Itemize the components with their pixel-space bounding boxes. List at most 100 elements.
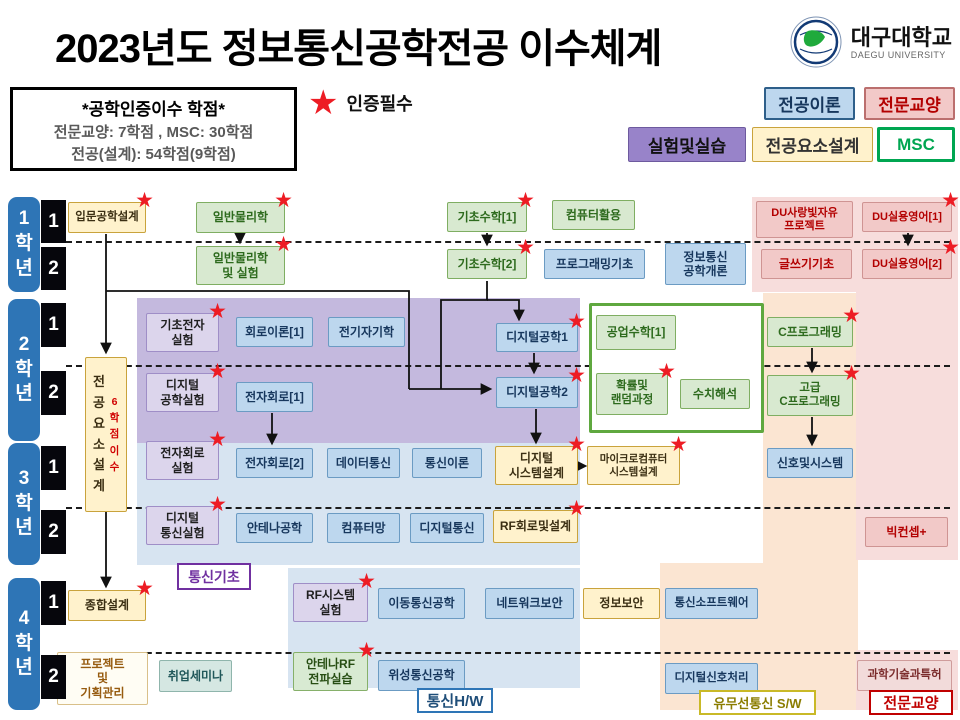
course-label: 수치해석 bbox=[692, 386, 738, 401]
course-advanced-c-programming: 고급 C프로그래밍★ bbox=[767, 363, 861, 416]
semester-1-2: 2 bbox=[41, 247, 66, 290]
required-star-icon: ★ bbox=[567, 310, 586, 333]
course-label: 디지털 시스템설계 bbox=[508, 451, 565, 480]
course-label: 디지털통신 bbox=[419, 520, 475, 535]
course-label: 디지털공학1 bbox=[506, 330, 568, 345]
required-star-icon: ★ bbox=[274, 233, 293, 256]
university-name-en: DAEGU UNIVERSITY bbox=[850, 50, 946, 61]
course-jonghap-seolgye: 종합설계 ★ bbox=[68, 578, 154, 621]
course-hwakryul-random: 확률및 랜덤과정★ bbox=[596, 361, 676, 415]
course-ilban-mullihak: 일반물리학 ★ bbox=[196, 190, 293, 233]
course-label: DU사랑빛자유 프로젝트 bbox=[771, 206, 838, 232]
course-label: 전기자기학 bbox=[338, 324, 395, 339]
course-data-tongsin: 데이터통신 bbox=[327, 448, 400, 478]
required-star-icon: ★ bbox=[274, 189, 293, 212]
required-star-icon: ★ bbox=[208, 360, 227, 383]
course-label: 확률및 랜덤과정 bbox=[610, 380, 654, 406]
label-tongsin-hw: 통신H/W bbox=[417, 688, 493, 713]
course-label: 디지털신호처리 bbox=[674, 671, 749, 684]
design-track-note: 6학점이수 bbox=[109, 395, 120, 473]
course-label: 빅컨셉+ bbox=[886, 524, 927, 539]
label-prof-liberal: 전문교양 bbox=[869, 690, 953, 715]
course-label: 전자회로[1] bbox=[245, 389, 304, 404]
year-label: 1학년 bbox=[15, 208, 33, 279]
required-star-icon: ★ bbox=[516, 236, 535, 259]
year-label: 4학년 bbox=[15, 607, 33, 679]
credit-info-line2: 전문교양: 7학점 , MSC: 30학점 bbox=[53, 123, 254, 141]
year-tab-3: 3학년 bbox=[8, 443, 40, 565]
course-science-tech-patent: 과학기술과특허 bbox=[857, 660, 952, 691]
course-label: 전자회로[2] bbox=[245, 455, 304, 470]
course-digital-gonghak-2: 디지털공학2★ bbox=[496, 365, 586, 408]
course-programming-gicho: 프로그래밍기초 bbox=[544, 249, 645, 279]
divider-sem-2 bbox=[66, 365, 950, 367]
required-star-icon: ★ bbox=[669, 433, 688, 456]
course-label: 고급 C프로그래밍 bbox=[779, 381, 841, 408]
page-title: 2023년도 정보통신공학전공 이수체계 bbox=[55, 27, 662, 71]
required-star-icon: ★ bbox=[657, 360, 676, 383]
course-label: 정보통신 공학개론 bbox=[683, 249, 728, 278]
course-digital-gonghak-1: 디지털공학1★ bbox=[496, 311, 586, 352]
course-jeongi-jagihak: 전기자기학 bbox=[328, 317, 405, 347]
course-microcomputer-system-design: 마이크로컴퓨터 시스템설계★ bbox=[587, 434, 688, 485]
course-ipmun-gonghak-seolgye: 입문공학설계★ bbox=[68, 190, 154, 233]
course-label: 프로그래밍기초 bbox=[555, 256, 634, 271]
course-idong-tongsin-gonghak: 이동통신공학 bbox=[378, 588, 465, 619]
course-label: 컴퓨터망 bbox=[341, 520, 386, 535]
credit-info-box: *공학인증이수 학점* 전문교양: 7학점 , MSC: 30학점 전공(설계)… bbox=[10, 87, 297, 171]
credit-info-line3: 전공(설계): 54학점(9학점) bbox=[71, 145, 236, 163]
university-name: 대구대학교 bbox=[850, 24, 952, 50]
course-gongeop-suhak-1: 공업수학[1] bbox=[596, 315, 676, 350]
course-label: 안테나공학 bbox=[246, 520, 303, 535]
course-rf-system-exp: RF시스템 실험★ bbox=[293, 571, 376, 622]
semester-4-2: 2 bbox=[41, 655, 66, 699]
year-label: 3학년 bbox=[15, 467, 33, 539]
required-star-icon: ★ bbox=[941, 236, 960, 259]
divider-sem-3 bbox=[66, 507, 950, 509]
course-label: 회로이론[1] bbox=[245, 324, 304, 339]
required-star-icon: ★ bbox=[208, 428, 227, 451]
legend-msc: MSC bbox=[877, 127, 955, 162]
course-gicho-suhak-2: 기초수학[2]★ bbox=[447, 237, 535, 279]
course-network-boan: 네트워크보안 bbox=[485, 588, 574, 619]
course-label: RF시스템 실험 bbox=[305, 588, 356, 617]
course-label: 디지털 통신실험 bbox=[160, 511, 205, 540]
semester-1-1: 1 bbox=[41, 200, 66, 243]
course-label: 통신소프트웨어 bbox=[674, 596, 749, 609]
course-project-planning: 프로젝트 및 기획관리 bbox=[57, 652, 148, 705]
required-star-icon: ★ bbox=[357, 570, 376, 593]
course-label: 과학기술과특허 bbox=[867, 668, 942, 681]
course-antenna-gonghak: 안테나공학 bbox=[236, 513, 313, 543]
course-label: 일반물리학 bbox=[212, 210, 269, 225]
course-label: 기초수학[1] bbox=[457, 209, 517, 224]
course-jeongbo-boan: 정보보안 bbox=[583, 588, 660, 619]
course-label: 통신이론 bbox=[424, 455, 470, 470]
credit-info-heading: *공학인증이수 학점* bbox=[81, 99, 226, 119]
course-label: 전자회로 실험 bbox=[160, 446, 205, 475]
required-star-legend: ★ 인증필수 bbox=[308, 86, 413, 120]
course-label: DU실용영어[1] bbox=[872, 210, 942, 223]
course-label: DU실용영어[2] bbox=[872, 257, 942, 270]
course-tongsin-iron: 통신이론 bbox=[412, 448, 482, 478]
course-label: 네트워크보안 bbox=[496, 596, 563, 611]
course-label: 위성통신공학 bbox=[388, 668, 455, 683]
divider-sem-1 bbox=[66, 241, 950, 243]
required-star-icon: ★ bbox=[567, 433, 586, 456]
course-label: 일반물리학 및 실험 bbox=[212, 251, 269, 280]
year-tab-1: 1학년 bbox=[8, 197, 40, 292]
course-label: 종합설계 bbox=[84, 598, 130, 613]
course-label: 프로젝트 및 기획관리 bbox=[80, 657, 125, 700]
course-label: C프로그래밍 bbox=[778, 324, 842, 339]
course-label: 공업수학[1] bbox=[606, 325, 666, 340]
semester-3-1: 1 bbox=[41, 446, 66, 490]
university-logo-text: 대구대학교 DAEGU UNIVERSITY bbox=[850, 24, 952, 61]
course-wiseong-tongsin: 위성통신공학 bbox=[378, 660, 465, 691]
course-label: 정보보안 bbox=[599, 596, 644, 611]
course-du-english-1: DU실용영어[1]★ bbox=[862, 190, 960, 232]
course-label: 마이크로컴퓨터 시스템설계 bbox=[599, 453, 668, 478]
course-label: 입문공학설계 bbox=[75, 210, 139, 223]
course-label: 기초수학[2] bbox=[457, 256, 517, 271]
year-label: 2학년 bbox=[15, 333, 33, 405]
required-star-icon: ★ bbox=[135, 577, 154, 600]
